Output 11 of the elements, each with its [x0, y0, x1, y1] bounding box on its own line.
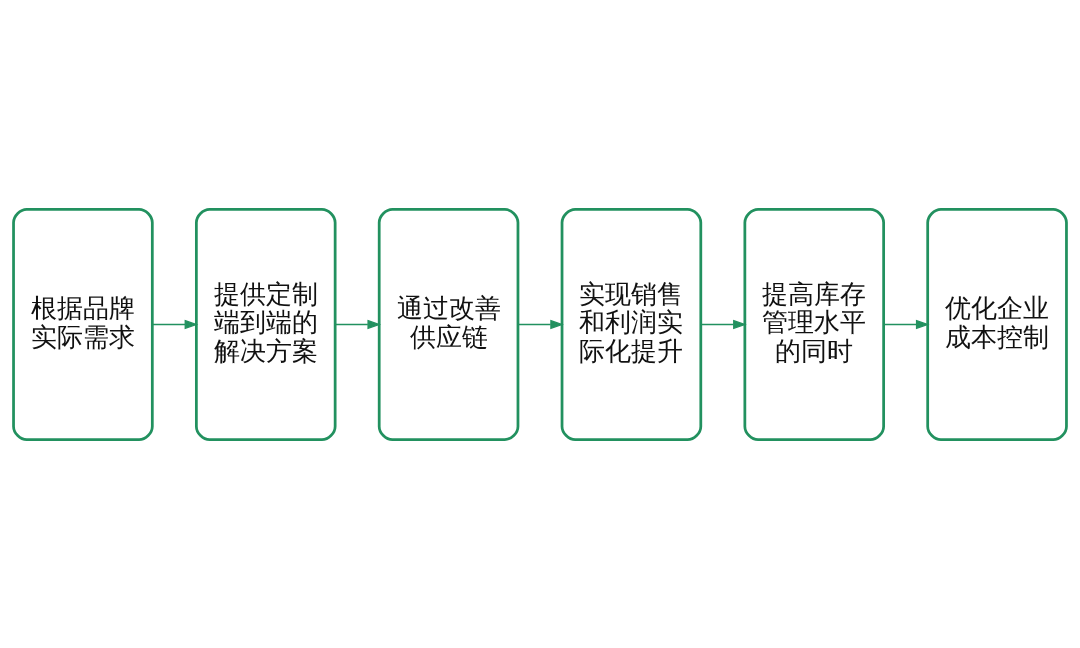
node-box: 优化企业成本控制	[926, 207, 1068, 441]
arrow	[882, 319, 930, 329]
node-box: 提供定制端到端的解决方案	[195, 207, 337, 441]
arrow	[700, 319, 747, 329]
node-box: 通过改善供应链	[377, 207, 520, 441]
arrow	[517, 319, 564, 329]
node-box: 根据品牌实际需求	[12, 207, 154, 441]
node-box: 实现销售和利润实际化提升	[560, 207, 703, 441]
node-box: 提高库存管理水平的同时	[743, 207, 885, 441]
arrow	[151, 319, 199, 329]
arrow	[334, 319, 382, 329]
